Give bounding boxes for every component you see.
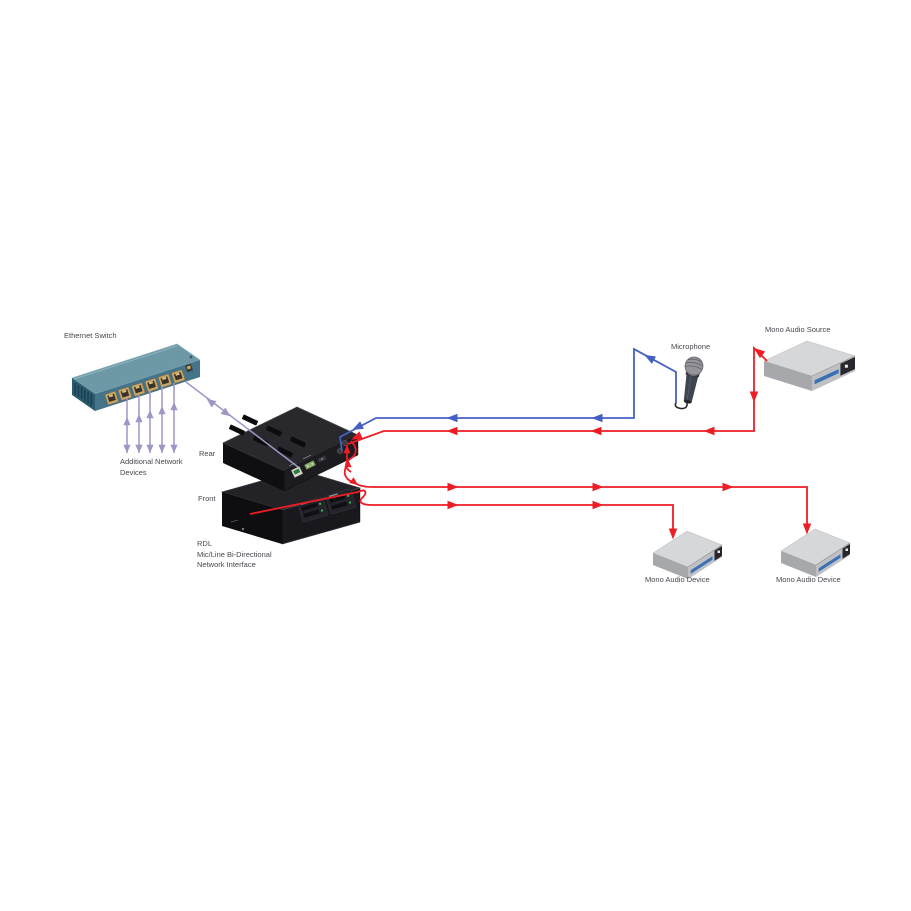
xlr-connector-icon: [342, 440, 348, 446]
front-panel-text-dash: [230, 519, 239, 523]
mono-audio-source-label: Mono Audio Source: [765, 325, 831, 334]
switch-top-highlight: [73, 345, 178, 380]
rdl-patch-loop: [345, 440, 357, 473]
rdl-to-left-device-cable: [249, 489, 674, 534]
source-display-stripe: [814, 369, 839, 385]
device-edge: [687, 544, 723, 568]
mono-audio-device-left-label: Mono Audio Device: [645, 575, 710, 584]
ethernet-switch: [71, 343, 201, 411]
switch-ports: [104, 363, 193, 405]
source-edge: [811, 355, 856, 377]
device-button-icon: [717, 550, 720, 553]
mono-audio-device-right-box: [780, 528, 851, 578]
microphone-cable: [674, 401, 688, 410]
terminal-block-icon: [304, 460, 316, 470]
additional-network-devices-label: Additional Network Devices: [120, 457, 183, 477]
rear-panel-connector: [317, 455, 327, 463]
front-unit-left-face: [222, 492, 282, 544]
rear-panel-text-dash: [302, 454, 312, 460]
led-icon: [318, 502, 322, 505]
rdl-caption-line2: Mic/Line Bi-Directional: [197, 549, 272, 559]
led-icon: [348, 501, 352, 504]
source-left-face: [764, 361, 812, 391]
mic-signal-cable: [339, 347, 677, 452]
switch-vents: [74, 383, 93, 406]
mono-audio-device-left-box: [652, 530, 723, 579]
source-button-icon: [844, 364, 848, 368]
front-unit-bottom-edge: [281, 521, 361, 545]
network-cables: [126, 381, 299, 468]
ethernet-switch-label: Ethernet Switch: [64, 331, 117, 340]
source-to-rdl-cable: [347, 345, 768, 445]
rdl-rear-unit: [222, 406, 359, 492]
mic-signal-arrows: [352, 354, 656, 430]
mono-audio-source: [763, 340, 856, 391]
microphone-icon: [683, 356, 704, 404]
device-display-stripe: [690, 556, 713, 574]
ethernet-jack-icon: [290, 466, 304, 478]
microphone-label: Microphone: [671, 342, 711, 351]
switch-led-icon: [189, 355, 193, 359]
rdl-caption: RDL Mic/Line Bi-Directional Network Inte…: [197, 539, 272, 571]
front-panel-module-2: [325, 488, 356, 515]
rdl-caption-line3: Network Interface: [197, 560, 256, 569]
uplink-port-icon: [185, 363, 193, 373]
rear-unit-left-face: [223, 443, 284, 491]
mono-audio-device-right-label: Mono Audio Device: [776, 575, 841, 584]
rear-label: Rear: [199, 449, 216, 458]
rear-unit-vents: [229, 414, 306, 458]
device-left-face: [653, 553, 688, 579]
switch-to-rdl-cable: [185, 381, 299, 468]
front-panel-dot: [242, 528, 244, 530]
rdl-to-right-device-cable: [343, 445, 808, 529]
rdl-caption-line1: RDL: [197, 539, 213, 548]
led-icon: [346, 494, 350, 497]
led-icon: [320, 509, 324, 512]
audio-signal-arrows: [343, 347, 812, 540]
front-label: Front: [198, 494, 216, 503]
device-control-block: [714, 546, 722, 561]
network-arrows: [123, 398, 231, 453]
